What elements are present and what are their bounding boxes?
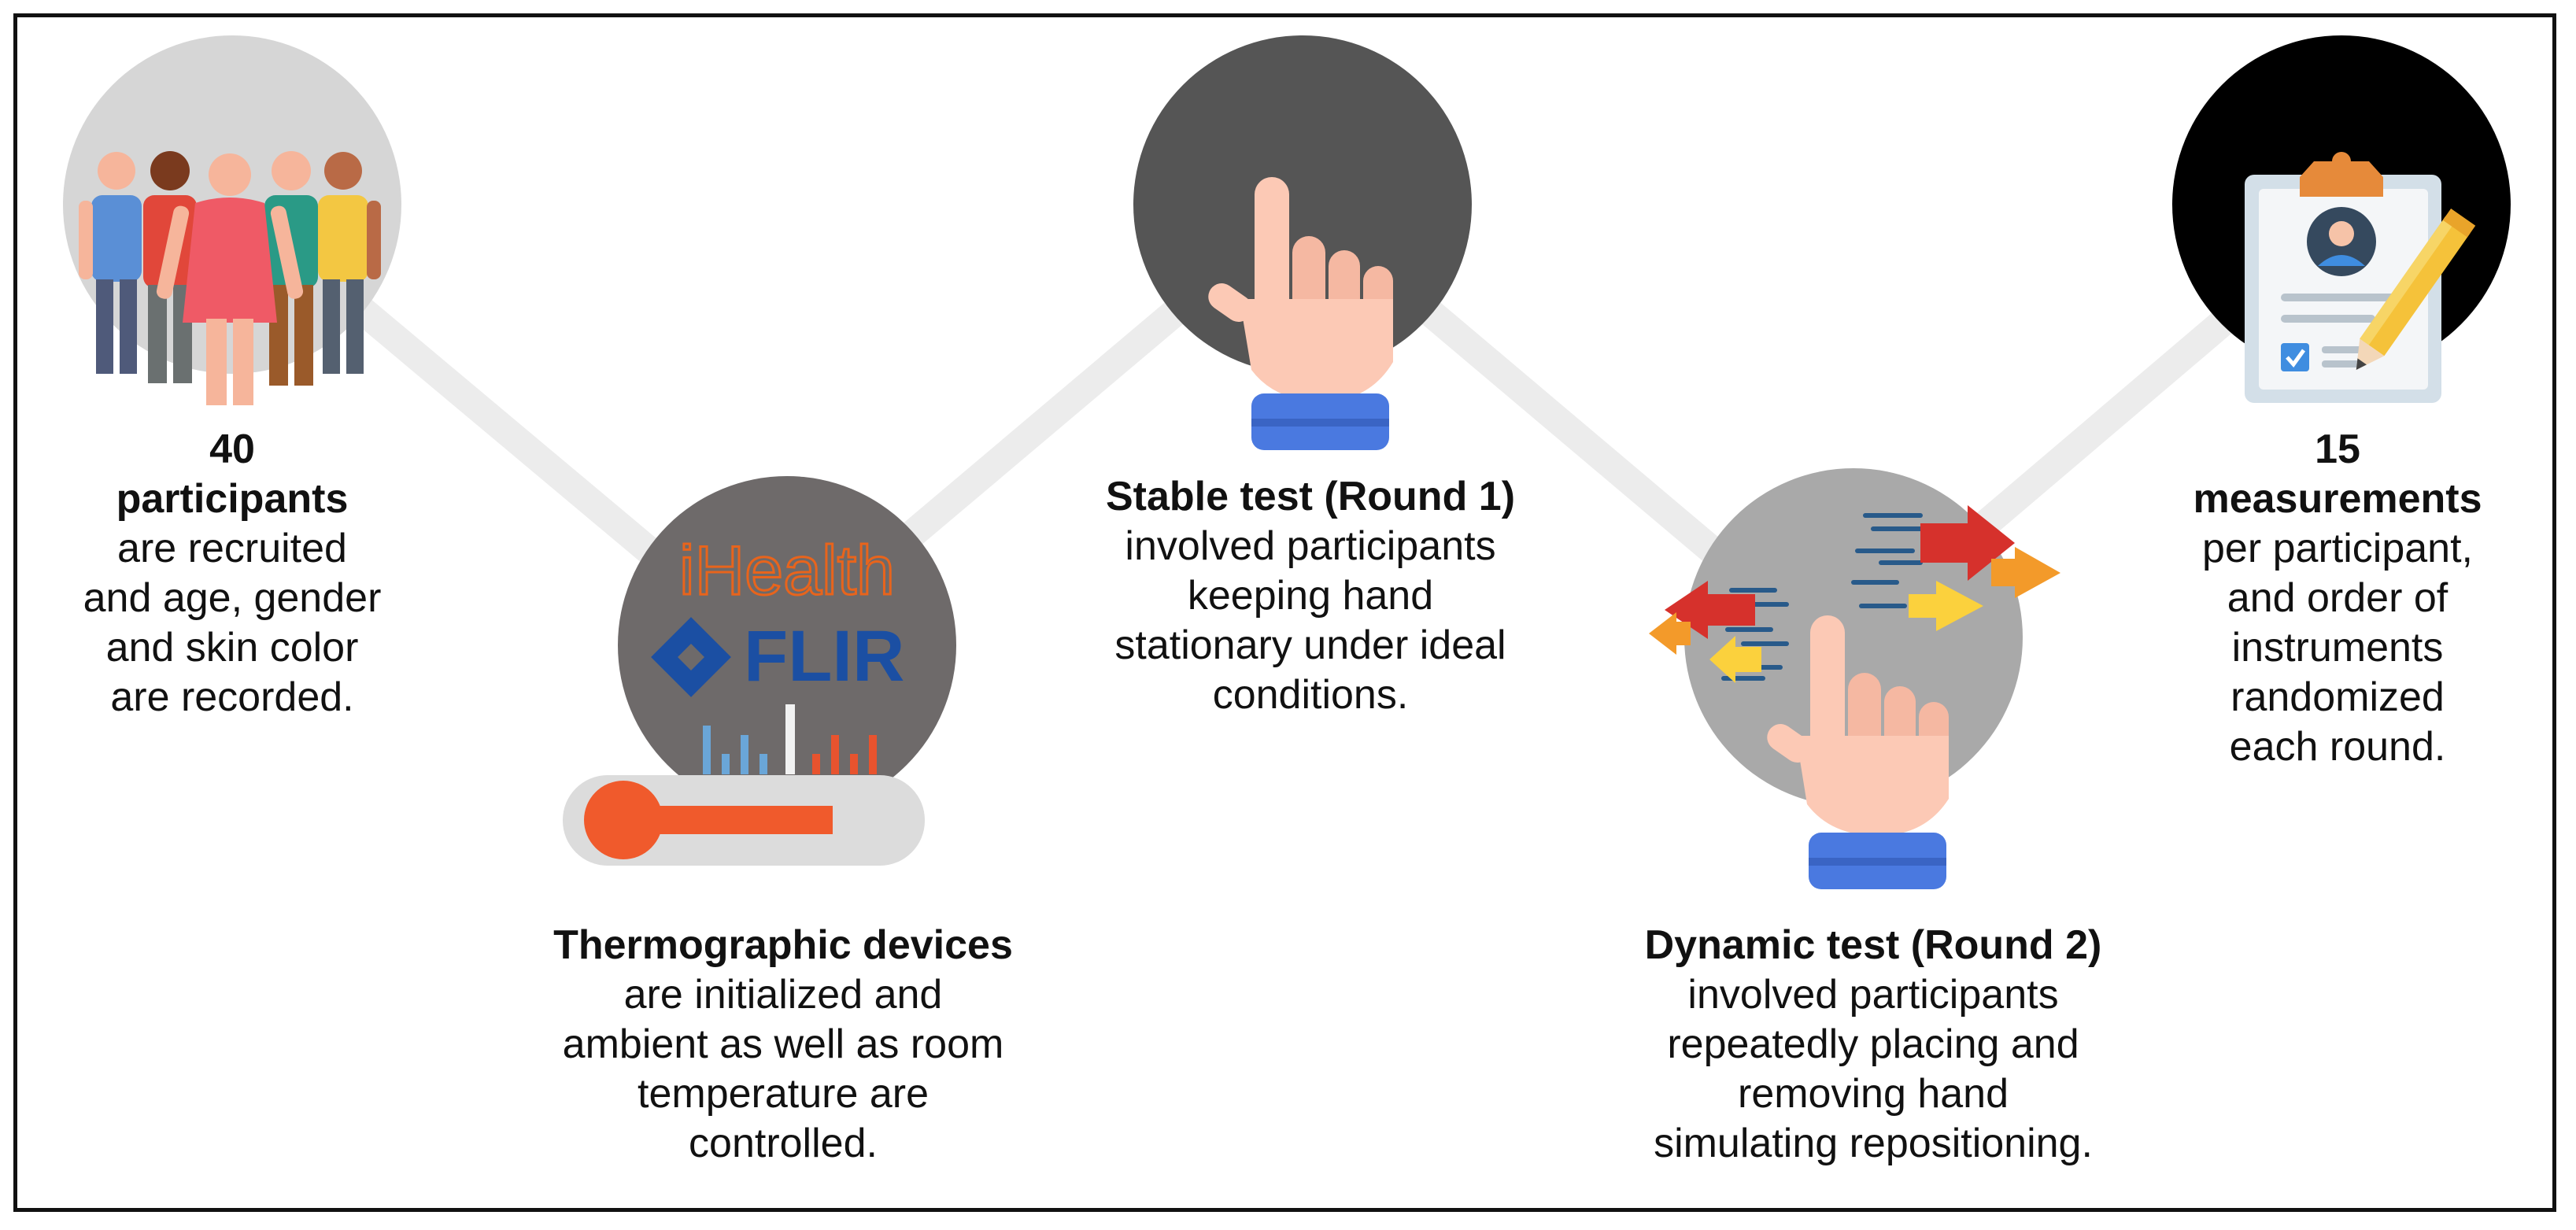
clipboard-profile-icon bbox=[2172, 35, 2511, 403]
measurements-count: 15 bbox=[2315, 427, 2360, 472]
people-group-icon bbox=[63, 35, 401, 405]
step-thermographic-text: Thermographic devices are initialized an… bbox=[504, 921, 1063, 1169]
dynamic-title: Dynamic test (Round 2) bbox=[1644, 922, 2102, 968]
stable-title: Stable test (Round 1) bbox=[1105, 474, 1516, 519]
hand-pointer-icon bbox=[1133, 35, 1472, 450]
thermographic-title: Thermographic devices bbox=[553, 922, 1013, 968]
hand-swipe-icon bbox=[1649, 468, 2060, 889]
flir-logo: FLIR bbox=[651, 616, 904, 697]
step-dynamic-text: Dynamic test (Round 2) involved particip… bbox=[1566, 921, 2180, 1169]
thermographic-icon-group: iHealth FLIR bbox=[563, 476, 956, 866]
step-measurements-text: 15 measurements per participant, and ord… bbox=[2149, 425, 2526, 772]
step-participants-text: 40 participants are recruited and age, g… bbox=[43, 425, 421, 722]
thermographic-description: are initialized and ambient as well as r… bbox=[562, 972, 1004, 1166]
stable-description: involved participants keeping hand stati… bbox=[1114, 523, 1506, 718]
dynamic-description: involved participants repeatedly placing… bbox=[1654, 972, 2093, 1166]
step-stable-text: Stable test (Round 1) involved participa… bbox=[1023, 472, 1598, 720]
measurements-title: measurements bbox=[2193, 476, 2482, 522]
participants-count: 40 bbox=[209, 427, 255, 472]
diagram-frame bbox=[13, 13, 2556, 1212]
participants-title: participants bbox=[116, 476, 349, 522]
participants-description: are recruited and age, gender and skin c… bbox=[83, 526, 382, 720]
thermometer-icon bbox=[563, 775, 925, 866]
svg-text:FLIR: FLIR bbox=[744, 616, 904, 696]
bar-chart-icon bbox=[703, 704, 877, 774]
ihealth-logo: iHealth bbox=[679, 531, 895, 609]
measurements-description: per participant, and order of instrument… bbox=[2202, 526, 2473, 770]
